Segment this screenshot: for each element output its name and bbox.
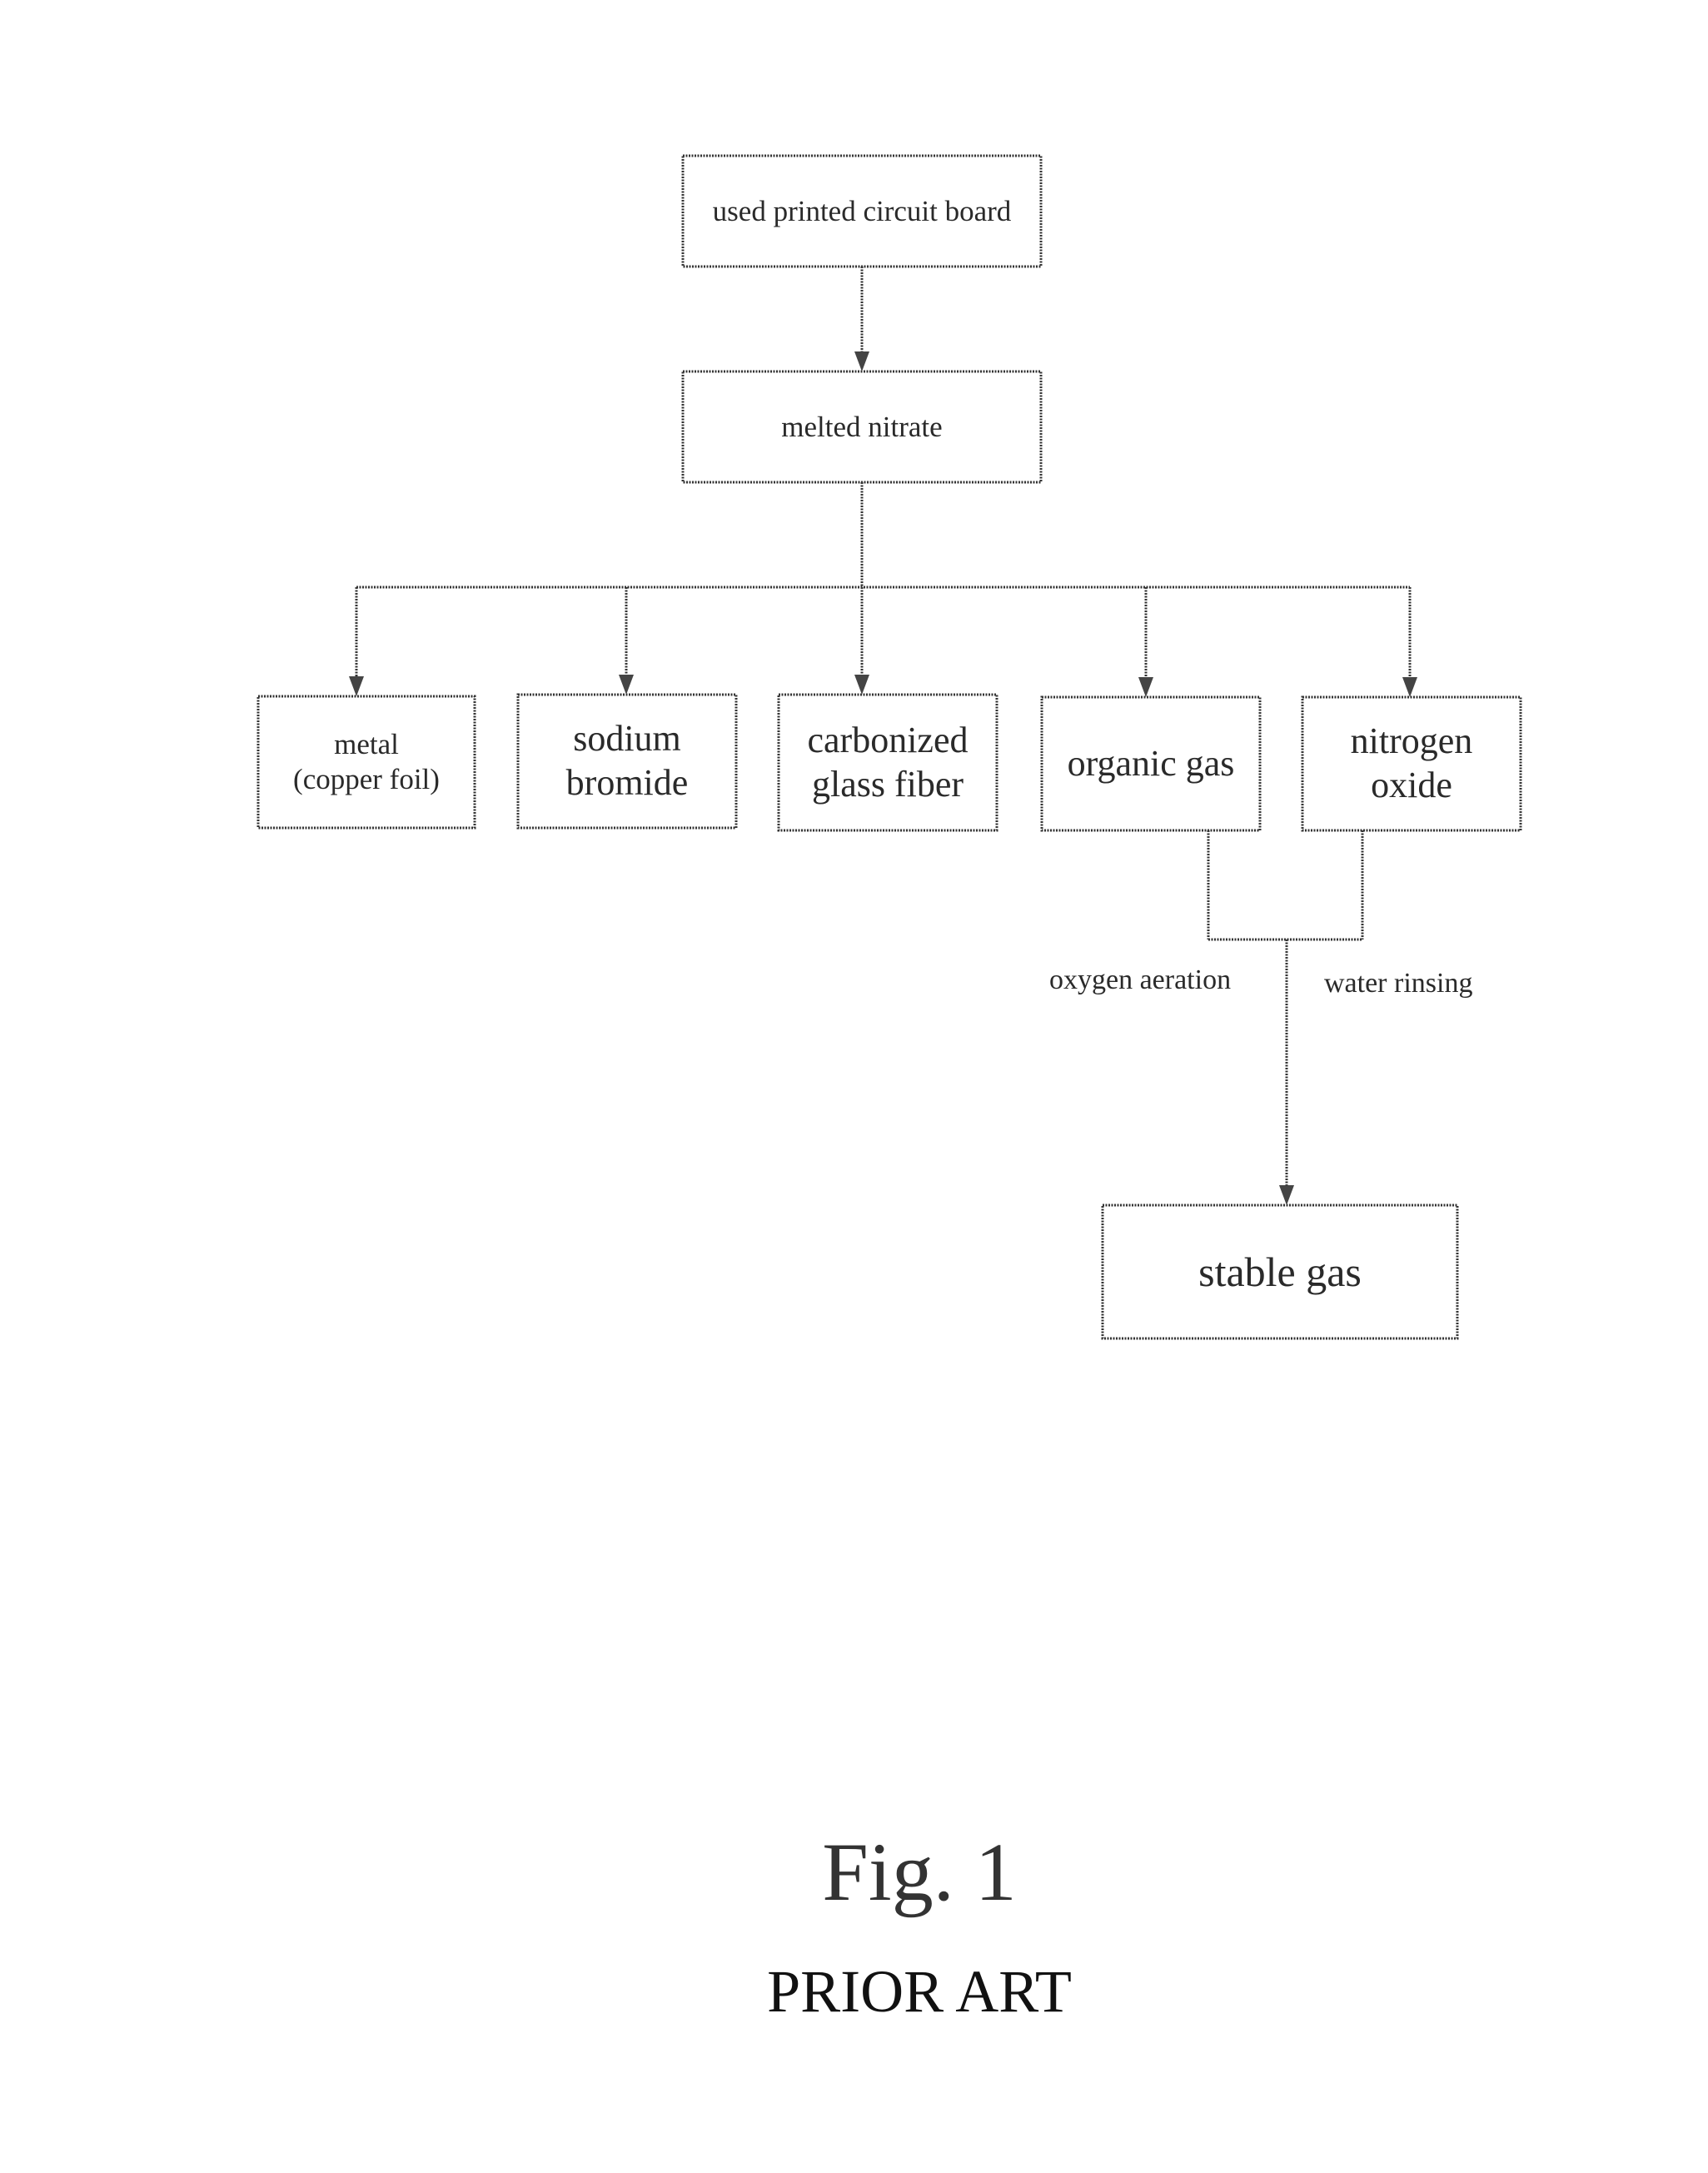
arrowhead-metal — [349, 676, 364, 696]
label-organic: organic gas — [1042, 697, 1260, 830]
arrowhead-nitrate — [854, 351, 869, 371]
figure-title: Fig. 1 — [0, 1824, 1708, 1920]
figure-subtitle: PRIOR ART — [0, 1957, 1708, 2026]
arrowhead-organic — [1138, 677, 1153, 697]
arrowhead-carbon — [854, 675, 869, 695]
arrowhead-sodium — [619, 675, 634, 695]
label-carbon: carbonized glass fiber — [779, 695, 997, 830]
edge-label-water-rinsing: water rinsing — [1324, 968, 1472, 999]
label-nitrate: melted nitrate — [683, 371, 1041, 482]
label-nitrogen: nitrogen oxide — [1302, 697, 1521, 830]
arrowhead-stable — [1279, 1185, 1294, 1205]
arrowhead-nitrogen — [1402, 677, 1417, 697]
label-metal: metal (copper foil) — [258, 696, 475, 828]
edge-label-oxygen-aeration: oxygen aeration — [1049, 964, 1231, 996]
label-sodium: sodium bromide — [518, 695, 736, 828]
label-stable: stable gas — [1103, 1205, 1457, 1338]
label-pcb: used printed circuit board — [683, 156, 1041, 267]
